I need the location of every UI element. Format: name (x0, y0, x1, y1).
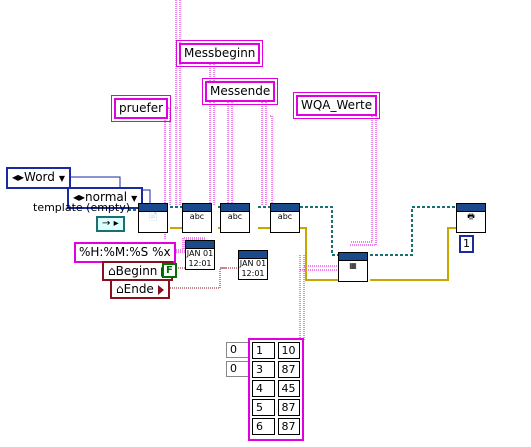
format-time-vi-1[interactable]: JAN 01 12:01 (185, 240, 215, 270)
enum-arrows-icon: ◂▸ (12, 170, 25, 184)
printer-icon: 🖶 (467, 212, 475, 221)
append-text-icon: abc (189, 212, 205, 221)
table-cell[interactable]: 4 (252, 380, 275, 397)
append-text-vi-3[interactable]: abc (270, 203, 300, 233)
table-cell[interactable]: 45 (277, 380, 300, 397)
home-icon: ⌂ (108, 264, 116, 278)
table-icon: ▦ (349, 261, 357, 270)
template-label: template (empty) (33, 201, 131, 214)
table-cell[interactable]: 3 (252, 361, 275, 378)
word-enum-label: Word (24, 170, 55, 184)
table-cell[interactable]: 10 (277, 342, 300, 359)
normal-enum-label: normal (85, 190, 128, 204)
clock-icon: JAN 01 12:01 (186, 249, 214, 268)
table-cell[interactable]: 87 (277, 361, 300, 378)
append-table-vi[interactable]: ▦ (338, 252, 368, 282)
table-cell[interactable]: 6 (252, 418, 275, 435)
table-cell[interactable]: 87 (277, 418, 300, 435)
beginn-label: Beginn (115, 264, 158, 278)
path-value: ▸ (110, 218, 119, 229)
append-text-vi-1[interactable]: abc (182, 203, 212, 233)
enum-arrows-icon: ◂▸ (73, 190, 86, 204)
new-report-vi[interactable]: 📄 (138, 203, 168, 233)
word-enum[interactable]: ◂▸Word▼ (6, 167, 72, 189)
pruefer-constant[interactable]: pruefer (110, 95, 172, 122)
messbeginn-constant[interactable]: Messbeginn (175, 40, 264, 67)
clock-icon: JAN 01 12:01 (239, 259, 267, 278)
ende-label: Ende (123, 282, 154, 296)
wqa-werte-constant[interactable]: WQA_Werte (292, 92, 381, 119)
path-refnum-constant[interactable]: → ▸ (96, 216, 125, 232)
terminal-arrow-icon (157, 284, 164, 295)
home-icon: ⌂ (116, 282, 124, 296)
append-text-icon: abc (277, 212, 293, 221)
append-text-icon: abc (227, 212, 243, 221)
copies-numeric-constant[interactable]: 1 (459, 235, 474, 253)
path-icon: → (102, 218, 111, 229)
print-report-vi[interactable]: 🖶 (456, 203, 486, 233)
normal-enum[interactable]: ◂▸normal▼ (67, 187, 144, 209)
append-text-vi-2[interactable]: abc (220, 203, 250, 233)
false-constant[interactable]: F (162, 263, 177, 278)
dropdown-triangle-icon: ▼ (131, 194, 138, 203)
time-format-constant[interactable]: %H:%M:%S %x (74, 242, 176, 263)
format-time-vi-2[interactable]: JAN 01 12:01 (238, 250, 268, 280)
table-cell[interactable]: 5 (252, 399, 275, 416)
dropdown-triangle-icon: ▼ (58, 174, 66, 183)
new-report-icon: 📄 (148, 212, 158, 221)
table-cell[interactable]: 87 (277, 399, 300, 416)
ende-control[interactable]: ⌂Ende (110, 279, 170, 299)
table-cell[interactable]: 1 (252, 342, 275, 359)
messende-constant[interactable]: Messende (201, 78, 279, 105)
